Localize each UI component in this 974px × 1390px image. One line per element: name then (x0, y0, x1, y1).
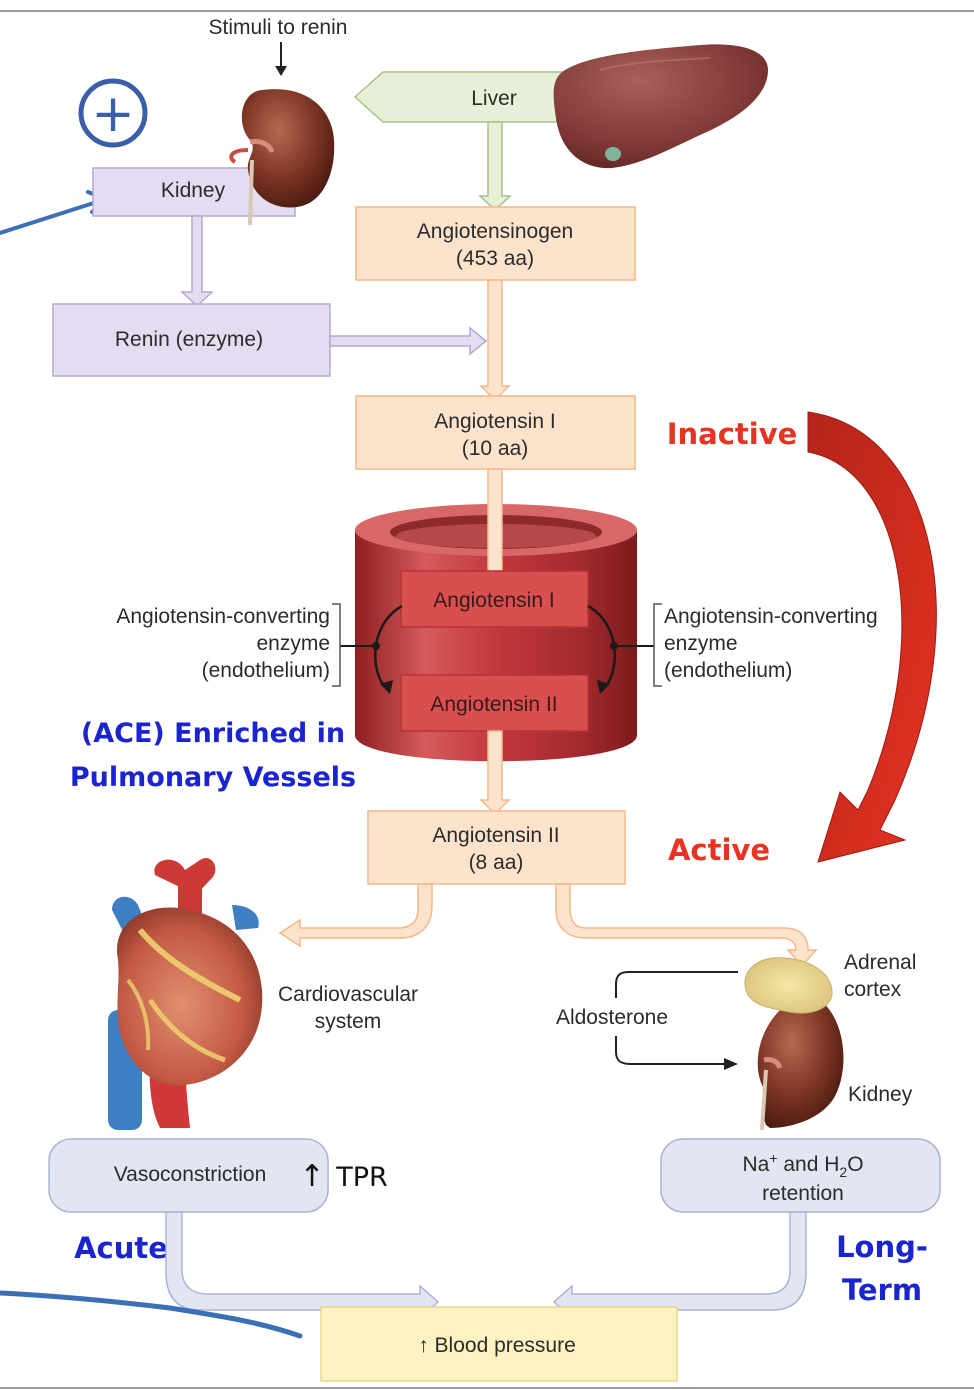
blood-pressure-box (320, 1306, 678, 1382)
vessel-ang1-box (400, 570, 589, 628)
longterm-line2: Term (842, 1273, 922, 1307)
aldosterone-loop-top (615, 971, 738, 998)
inactive-to-active-arrow (807, 411, 937, 863)
cardio-line2: system (315, 1010, 382, 1033)
aldosterone-loop-bottom (615, 1036, 728, 1065)
na-retention-line2: retention (762, 1182, 844, 1205)
kidney-top-label: Kidney (161, 179, 226, 202)
na-retention-line1: Na+ and H2O (742, 1150, 863, 1180)
connector-vessel-ang2 (479, 730, 511, 816)
branch-arrow-cardio (278, 883, 433, 948)
acute-to-bp-arrow (165, 1211, 440, 1320)
cardio-line1: Cardiovascular (278, 983, 418, 1006)
kidney-top-icon (229, 89, 335, 226)
ace-left-line1: Angiotensin-converting (116, 605, 330, 628)
ace-left-dot (372, 642, 380, 650)
ace-left-bracket (332, 603, 341, 687)
longterm-line1: Long- (836, 1230, 928, 1264)
angiotensinogen-line2: (453 aa) (456, 247, 534, 270)
angiotensin2-line2: (8 aa) (469, 851, 524, 874)
branch-arrow-adrenal (555, 883, 818, 968)
angiotensin2-box (367, 810, 626, 885)
ace-right-dot (610, 642, 618, 650)
aldosterone-label: Aldosterone (556, 1006, 668, 1029)
liver-label: Liver (471, 87, 517, 110)
stimuli-label: Stimuli to renin (209, 16, 348, 39)
vessel-ang1-label: Angiotensin I (433, 589, 554, 612)
ace-note-line1: (ACE) Enriched in (81, 718, 345, 749)
ace-right-bracket (653, 603, 662, 687)
ace-right-line2: enzyme (664, 632, 738, 655)
ace-right-arrowhead (597, 680, 610, 694)
vessel-ang2-box (400, 674, 589, 732)
ace-left-arrowhead (380, 680, 393, 694)
pen-arrow-kidney (0, 198, 105, 235)
ace-left-line2: enzyme (256, 632, 330, 655)
ace-note-line2: Pulmonary Vessels (70, 762, 356, 793)
longterm-to-bp-arrow (552, 1211, 807, 1320)
kidney-bottom-label: Kidney (848, 1083, 913, 1106)
adrenal-line1: Adrenal (844, 951, 916, 974)
liver-icon (553, 44, 768, 169)
angiotensin1-box (355, 395, 636, 470)
liver-arrow (478, 121, 512, 212)
angiotensin2-line1: Angiotensin II (432, 824, 559, 847)
acute-label: Acute (74, 1231, 168, 1265)
angiotensinogen-box (355, 206, 636, 281)
renin-box (52, 303, 331, 377)
ace-right-line3: (endothelium) (664, 659, 792, 682)
plus-symbol: + (91, 84, 135, 144)
kidney-renin-arrow (180, 215, 214, 308)
connector-agt-ang1 (479, 279, 511, 402)
blood-pressure-label: ↑ Blood pressure (418, 1334, 576, 1357)
inactive-label: Inactive (667, 417, 798, 451)
ace-left-line3: (endothelium) (202, 659, 330, 682)
tpr-up-arrow: ↑ (299, 1159, 324, 1194)
aldosterone-arrowhead (724, 1058, 738, 1070)
angiotensinogen-line1: Angiotensinogen (417, 220, 573, 243)
adrenal-line2: cortex (844, 978, 902, 1001)
connector-ang1-vessel (487, 468, 503, 572)
plus-circle-icon (78, 78, 148, 148)
adrenal-kidney-icon (744, 957, 844, 1131)
angiotensin1-line2: (10 aa) (462, 437, 529, 460)
stimuli-arrowhead (275, 66, 287, 76)
pen-line-bottom (0, 1290, 303, 1339)
vasoconstriction-box (48, 1138, 329, 1213)
vessel-ang2-label: Angiotensin II (430, 693, 557, 716)
angiotensin1-line1: Angiotensin I (434, 410, 555, 433)
heart-icon (108, 858, 263, 1130)
ace-right-line1: Angiotensin-converting (664, 605, 878, 628)
renin-label: Renin (enzyme) (115, 328, 263, 351)
tpr-label: TPR (335, 1162, 388, 1193)
active-label: Active (668, 833, 770, 867)
renin-to-pathway-arrow (329, 326, 488, 356)
vasoconstriction-label: Vasoconstriction (114, 1163, 267, 1186)
